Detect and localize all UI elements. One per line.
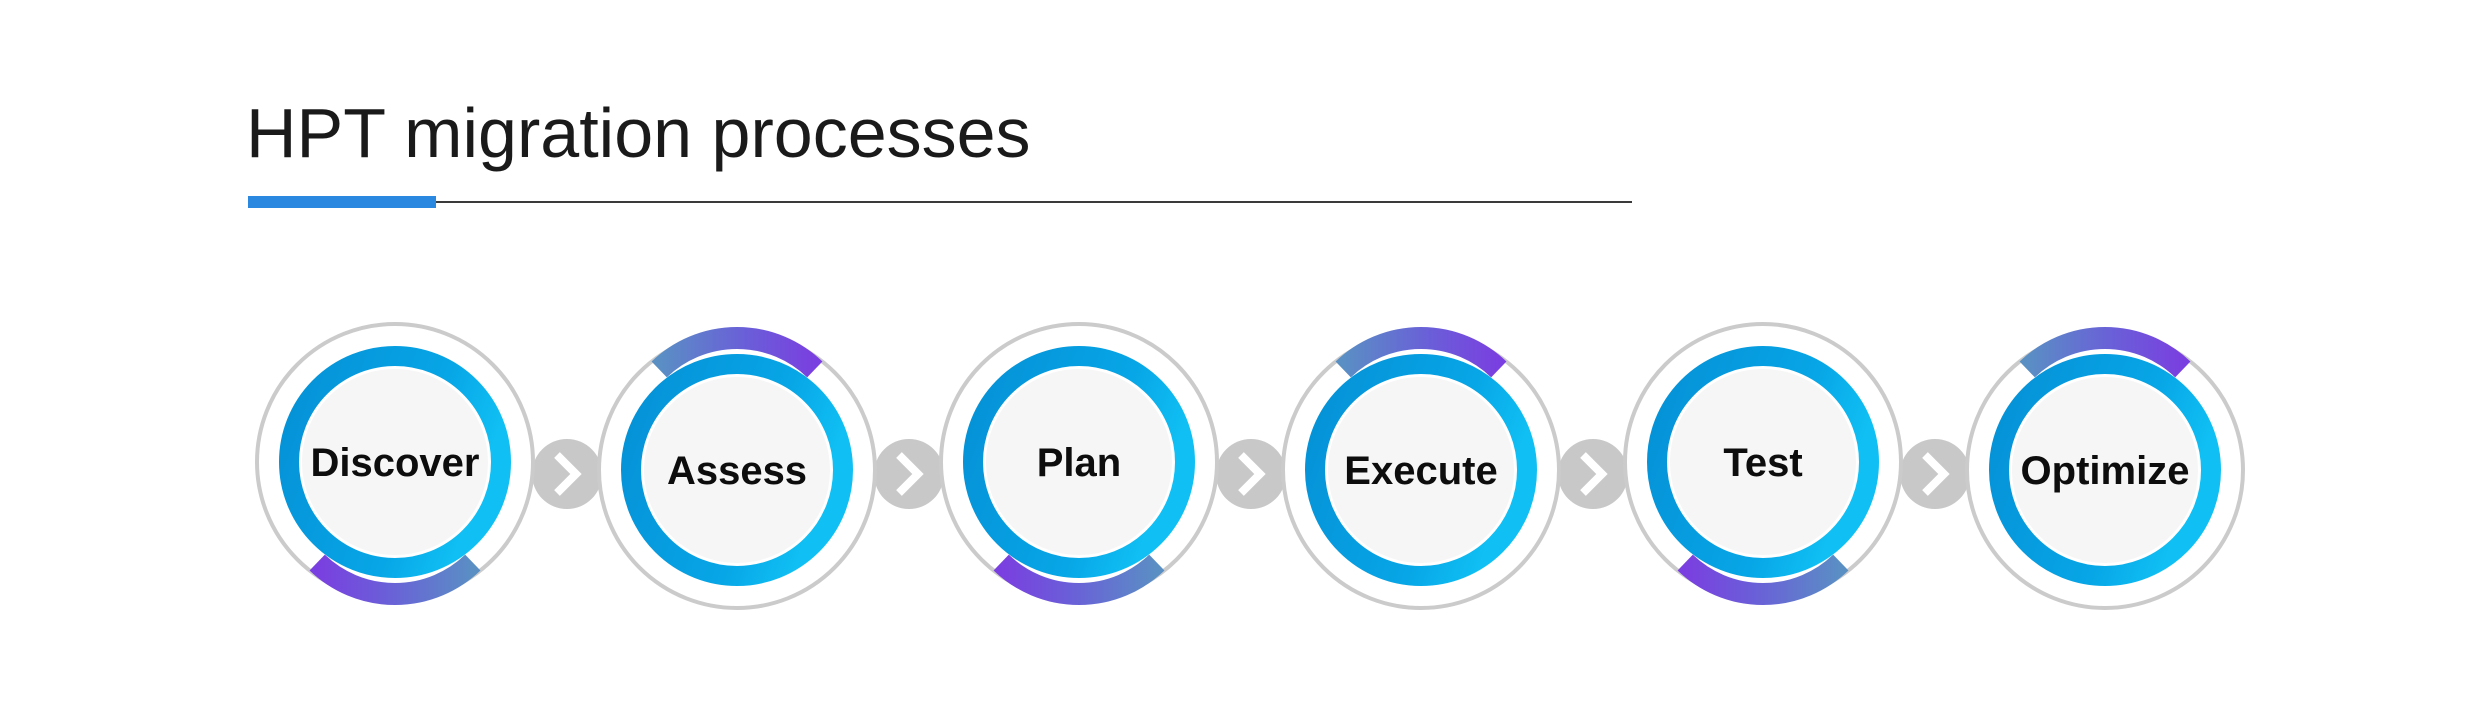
chevron-right-icon [896,452,924,496]
accent-arc [2019,327,2191,378]
step-label: Discover [311,441,480,485]
inner-disc [986,369,1172,555]
process-step: Test [1623,322,1903,605]
chevron-right-icon [1580,452,1608,496]
step-label: Assess [667,449,807,493]
connector [1900,439,1970,509]
blue-ring [963,346,1195,578]
accent-arc [1677,554,1849,605]
blue-ring [279,346,511,578]
process-step: Optimize [1965,327,2245,610]
step-label: Optimize [2021,449,2190,493]
chevron-right-icon [1922,452,1950,496]
chevron-right-icon [1238,452,1266,496]
accent-arc [1335,327,1507,378]
blue-ring [1989,354,2221,586]
accent-arc [993,554,1165,605]
chevron-right-icon [554,452,582,496]
blue-ring [621,354,853,586]
process-step: Plan [939,322,1219,605]
inner-disc [1670,369,1856,555]
page-title: HPT migration processes [246,94,1031,172]
process-step: Assess [597,327,877,610]
connector [532,439,602,509]
step-label: Plan [1037,441,1121,485]
step-label: Execute [1344,449,1497,493]
inner-disc [2012,377,2198,563]
title-underline [248,201,1632,203]
process-step: Execute [1281,327,1561,610]
title-accent-bar [248,196,436,208]
accent-arc [651,327,823,378]
inner-disc [1328,377,1514,563]
process-step: Discover [255,322,535,605]
inner-disc [644,377,830,563]
connector [1558,439,1628,509]
accent-arc [309,554,481,605]
connector [1216,439,1286,509]
blue-ring [1305,354,1537,586]
step-label: Test [1723,441,1802,485]
steps-layer: Discover Assess Plan Execute Test Optimize [255,322,2245,610]
connector [874,439,944,509]
inner-disc [302,369,488,555]
blue-ring [1647,346,1879,578]
connectors-layer [532,439,1970,509]
